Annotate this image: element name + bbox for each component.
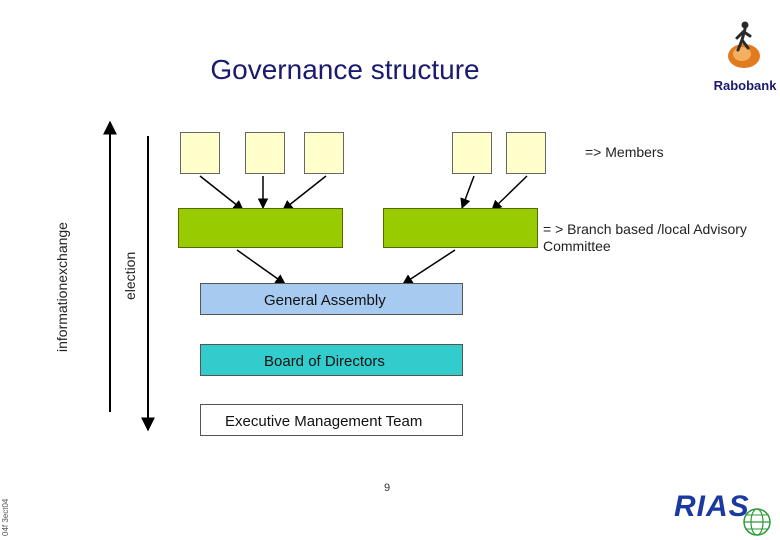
footer-code: 04f 3ect04 [1, 498, 10, 536]
globe-icon [743, 508, 771, 536]
board-of-directors-box: Board of Directors [200, 344, 463, 376]
rabobank-logo-icon [728, 21, 760, 68]
advisory-committee-box [383, 208, 538, 248]
members-label: => Members [585, 144, 664, 160]
election-label: election [122, 251, 138, 300]
general-assembly-box: General Assembly [200, 283, 463, 315]
page-title: Governance structure [210, 54, 480, 85]
advisory-committee-label: = > Branch based /local Advisory Committ… [543, 221, 747, 254]
advisory-committee-box [178, 208, 343, 248]
executive-management-label: Executive Management Team [225, 413, 423, 430]
information-exchange-label: informationexchange [54, 222, 70, 352]
general-assembly-label: General Assembly [264, 292, 386, 309]
board-of-directors-label: Board of Directors [264, 353, 385, 370]
member-box [180, 132, 220, 174]
executive-management-box: Executive Management Team [200, 404, 463, 436]
rias-logo-text: RIAS [674, 490, 750, 523]
member-box [506, 132, 546, 174]
page-number: 9 [384, 482, 391, 494]
member-box [304, 132, 344, 174]
member-box [245, 132, 285, 174]
rabobank-logo-text: Rabobank [713, 78, 777, 93]
member-box [452, 132, 492, 174]
